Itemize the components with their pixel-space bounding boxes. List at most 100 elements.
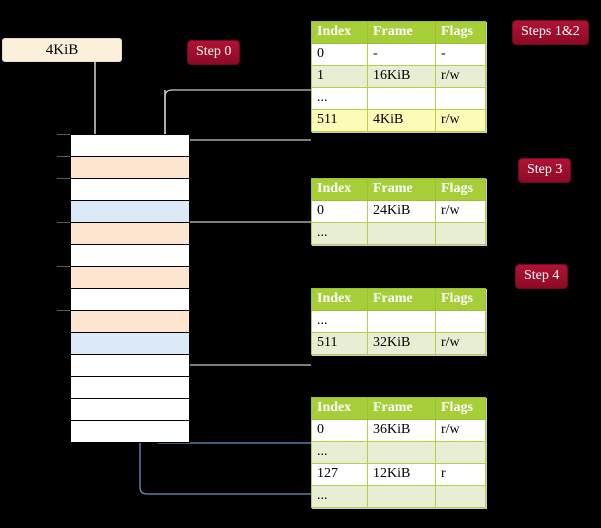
cell-index: 0 xyxy=(311,200,368,223)
cell-frame: - xyxy=(367,43,436,66)
table-row: ... xyxy=(311,87,486,110)
cell-flags: r xyxy=(435,463,486,486)
memory-frame-row xyxy=(71,157,189,179)
wire-level2-511-to-memory xyxy=(171,304,311,366)
memory-tick xyxy=(57,134,70,135)
cell-flags xyxy=(435,441,486,464)
cell-frame: 36KiB xyxy=(367,419,436,442)
cell-flags: r/w xyxy=(435,419,486,442)
table-row: 0 - - xyxy=(311,43,486,66)
column-header-frame: Frame xyxy=(367,397,436,420)
page-table-level0: Index Frame Flags 0 - - 1 16KiB r/w ... xyxy=(311,21,486,132)
cell-index: ... xyxy=(311,87,368,110)
table-row: 511 32KiB r/w xyxy=(311,332,486,355)
cell-index: ... xyxy=(311,485,368,508)
table-row: ... xyxy=(311,310,486,333)
memory-tick xyxy=(57,310,70,311)
cell-flags: r/w xyxy=(435,332,486,355)
physical-memory-column xyxy=(70,134,190,443)
badge-step-0: Step 0 xyxy=(188,41,240,64)
column-header-frame: Frame xyxy=(367,288,436,311)
memory-frame-row xyxy=(71,421,189,443)
page-table-level2: Index Frame Flags ... 511 32KiB r/w xyxy=(311,288,486,355)
wire-level1-0-to-memory xyxy=(177,221,311,254)
cell-flags: r/w xyxy=(435,65,486,88)
cell-frame: 12KiB xyxy=(367,463,436,486)
table-header-row: Index Frame Flags xyxy=(311,178,486,201)
table-row-highlighted: 511 4KiB r/w xyxy=(311,109,486,132)
table-row: 0 24KiB r/w xyxy=(311,200,486,223)
memory-frame-row xyxy=(71,311,189,333)
table-row: ... xyxy=(311,485,486,508)
memory-frame-row xyxy=(71,245,189,267)
page-table-level1: Index Frame Flags 0 24KiB r/w ... xyxy=(311,178,486,245)
cell-frame: 32KiB xyxy=(367,332,436,355)
cell-flags xyxy=(435,310,486,333)
memory-tick xyxy=(57,266,70,267)
memory-frame-row xyxy=(71,377,189,399)
cell-index: ... xyxy=(311,310,368,333)
memory-tick xyxy=(57,156,70,157)
column-header-flags: Flags xyxy=(435,21,486,44)
badge-steps-1-2-label: Steps 1&2 xyxy=(521,24,580,39)
cell-frame xyxy=(367,485,436,508)
cell-frame xyxy=(367,310,436,333)
cell-index: 1 xyxy=(311,65,368,88)
column-header-frame: Frame xyxy=(367,21,436,44)
memory-frame-row xyxy=(71,399,189,421)
cell-frame: 4KiB xyxy=(367,109,436,132)
table-header-row: Index Frame Flags xyxy=(311,21,486,44)
table-row: 1 16KiB r/w xyxy=(311,65,486,88)
cell-index: 127 xyxy=(311,463,368,486)
memory-frame-row xyxy=(71,201,189,223)
cell-index: 0 xyxy=(311,419,368,442)
memory-frame-row xyxy=(71,267,189,289)
memory-frame-row xyxy=(71,333,189,355)
cell-index: ... xyxy=(311,222,368,245)
column-header-index: Index xyxy=(311,21,368,44)
cell-flags: r/w xyxy=(435,109,486,132)
cell-flags xyxy=(435,485,486,508)
cell-index: 0 xyxy=(311,43,368,66)
table-row: 0 36KiB r/w xyxy=(311,419,486,442)
table-header-row: Index Frame Flags xyxy=(311,288,486,311)
column-header-flags: Flags xyxy=(435,178,486,201)
cell-frame xyxy=(367,222,436,245)
badge-steps-1-2: Steps 1&2 xyxy=(513,21,588,44)
cell-index: ... xyxy=(311,441,368,464)
memory-frame-row xyxy=(71,289,189,311)
cell-flags: r/w xyxy=(435,200,486,223)
cell-frame xyxy=(367,87,436,110)
table-row: ... xyxy=(311,441,486,464)
memory-tick xyxy=(57,178,70,179)
cell-index: 511 xyxy=(311,332,368,355)
column-header-flags: Flags xyxy=(435,288,486,311)
cell-frame xyxy=(367,441,436,464)
memory-frame-row xyxy=(71,135,189,157)
column-header-index: Index xyxy=(311,397,368,420)
column-header-frame: Frame xyxy=(367,178,436,201)
memory-tick xyxy=(57,222,70,223)
cell-frame: 16KiB xyxy=(367,65,436,88)
column-header-index: Index xyxy=(311,178,368,201)
badge-step-3-label: Step 3 xyxy=(527,162,563,177)
page-table-level3: Index Frame Flags 0 36KiB r/w ... 127 12… xyxy=(311,397,486,508)
cell-flags xyxy=(435,87,486,110)
column-header-index: Index xyxy=(311,288,368,311)
cell-flags xyxy=(435,222,486,245)
page-4kib-box: 4KiB xyxy=(2,38,122,62)
badge-step-4-label: Step 4 xyxy=(524,268,560,283)
page-4kib-label: 4KiB xyxy=(45,41,79,58)
badge-step-4: Step 4 xyxy=(516,265,568,288)
badge-step-0-label: Step 0 xyxy=(196,44,232,59)
memory-frame-row xyxy=(71,223,189,245)
column-header-flags: Flags xyxy=(435,397,486,420)
badge-step-3: Step 3 xyxy=(519,159,571,182)
cell-index: 511 xyxy=(311,109,368,132)
cell-frame: 24KiB xyxy=(367,200,436,223)
table-row: 127 12KiB r xyxy=(311,463,486,486)
cell-flags: - xyxy=(435,43,486,66)
memory-frame-row xyxy=(71,179,189,201)
table-row: ... xyxy=(311,222,486,245)
